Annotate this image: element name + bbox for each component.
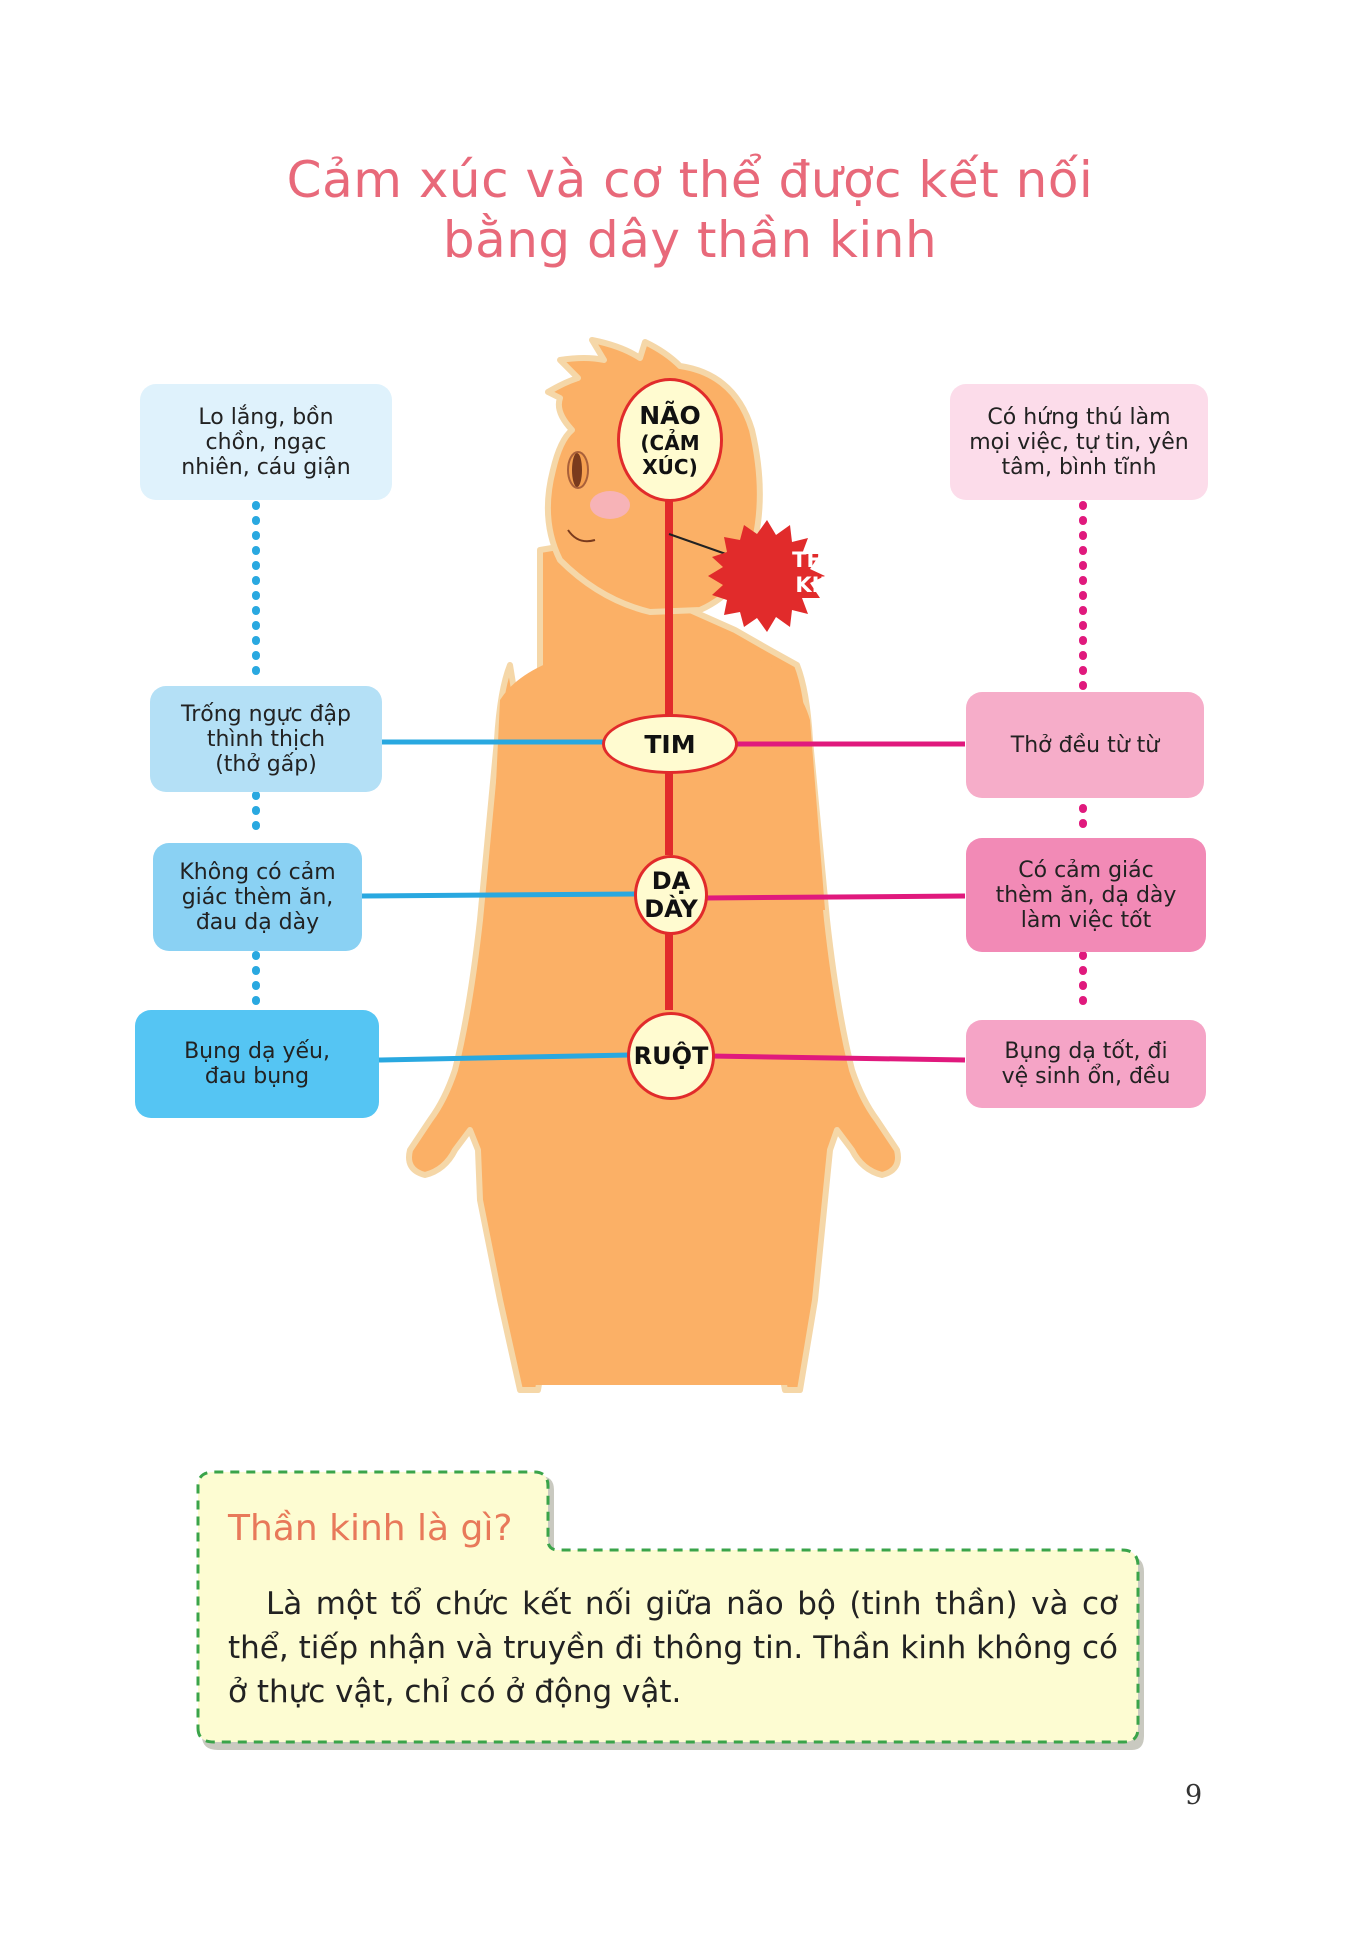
- title-line-1: Cảm xúc và cơ thể được kết nối: [286, 151, 1094, 209]
- stomach-organ: DẠ DÀY: [634, 855, 708, 935]
- right-box-3-line-1: Có cảm giác: [1018, 857, 1154, 883]
- left-box-2-line-3: (thở gấp): [215, 751, 317, 777]
- right-box-2-line-1: Thở đều từ từ: [1010, 732, 1160, 758]
- left-box-4-line-1: Bụng dạ yếu,: [184, 1039, 330, 1064]
- left-box-3-line-2: giác thèm ăn,: [181, 884, 334, 910]
- brain-sub-1: (CẢM: [640, 431, 700, 455]
- left-box-4-line-2: đau bụng: [204, 1064, 310, 1089]
- right-box-3-line-2: thèm ăn, dạ dày: [995, 882, 1177, 908]
- page-number: 9: [1185, 1780, 1203, 1811]
- nerve-burst: [708, 520, 825, 632]
- left-box-3-line-3: đau dạ dày: [195, 909, 320, 935]
- left-box-emotion: Lo lắng, bồn chồn, ngạc nhiên, cáu giận: [140, 384, 392, 500]
- cheek: [590, 491, 630, 519]
- title-line-2: bằng dây thần kinh: [442, 211, 938, 269]
- intestine-label: RUỘT: [633, 1042, 709, 1070]
- right-box-intestine: Bụng dạ tốt, đi vệ sinh ổn, đều: [966, 1020, 1206, 1108]
- right-box-1-line-1: Có hứng thú làm: [987, 404, 1171, 430]
- info-body: Là một tổ chức kết nối giữa não bộ (tinh…: [228, 1586, 1118, 1710]
- right-box-emotion: Có hứng thú làm mọi việc, tự tin, yên tâ…: [950, 384, 1208, 500]
- left-box-1-line-3: nhiên, cáu giận: [181, 454, 351, 480]
- left-box-intestine: Bụng dạ yếu, đau bụng: [135, 1010, 379, 1118]
- left-box-heart: Trống ngực đập thình thịch (thở gấp): [150, 686, 382, 792]
- nerve-label-2: KINH: [795, 573, 855, 597]
- stomach-label-1: DẠ: [651, 867, 691, 895]
- info-box-frame: [196, 1470, 1144, 1750]
- heart-label: TIM: [644, 729, 696, 759]
- left-box-2-line-2: thình thịch: [206, 726, 326, 752]
- left-box-3-line-1: Không có cảm: [179, 859, 336, 885]
- left-box-1-line-2: chồn, ngạc: [205, 429, 327, 455]
- right-connectors: [704, 741, 966, 1063]
- nerve-label-1: THẦN: [792, 548, 858, 572]
- eye: [572, 453, 582, 487]
- info-box: Thần kinh là gì? Là một tổ chức kết nối …: [196, 1470, 1144, 1750]
- left-box-stomach: Không có cảm giác thèm ăn, đau dạ dày: [153, 843, 362, 951]
- right-box-stomach: Có cảm giác thèm ăn, dạ dày làm việc tốt: [966, 838, 1206, 952]
- right-box-heart: Thở đều từ từ: [966, 692, 1204, 798]
- brain-organ: NÃO (CẢM XÚC): [617, 378, 723, 502]
- right-box-1-line-2: mọi việc, tự tin, yên: [969, 429, 1189, 455]
- stomach-label-2: DÀY: [644, 895, 698, 923]
- left-box-1-line-1: Lo lắng, bồn: [198, 404, 334, 430]
- mouth: [567, 529, 596, 543]
- right-box-4-line-2: vệ sinh ổn, đều: [1001, 1064, 1171, 1089]
- info-heading: Thần kinh là gì?: [228, 1508, 513, 1549]
- right-box-3-line-3: làm việc tốt: [1020, 907, 1152, 933]
- nerve-label: THẦN KINH: [755, 548, 895, 598]
- brain-sub-2: XÚC): [642, 455, 698, 479]
- intestine-organ: RUỘT: [627, 1012, 715, 1100]
- brain-label: NÃO: [639, 401, 701, 430]
- right-box-1-line-3: tâm, bình tĩnh: [1001, 454, 1157, 480]
- heart-organ: TIM: [602, 714, 738, 774]
- page-title: Cảm xúc và cơ thể được kết nối bằng dây …: [0, 150, 1363, 270]
- left-box-2-line-1: Trống ngực đập: [181, 701, 351, 727]
- left-connectors: [361, 739, 637, 1063]
- right-box-4-line-1: Bụng dạ tốt, đi: [1004, 1039, 1168, 1064]
